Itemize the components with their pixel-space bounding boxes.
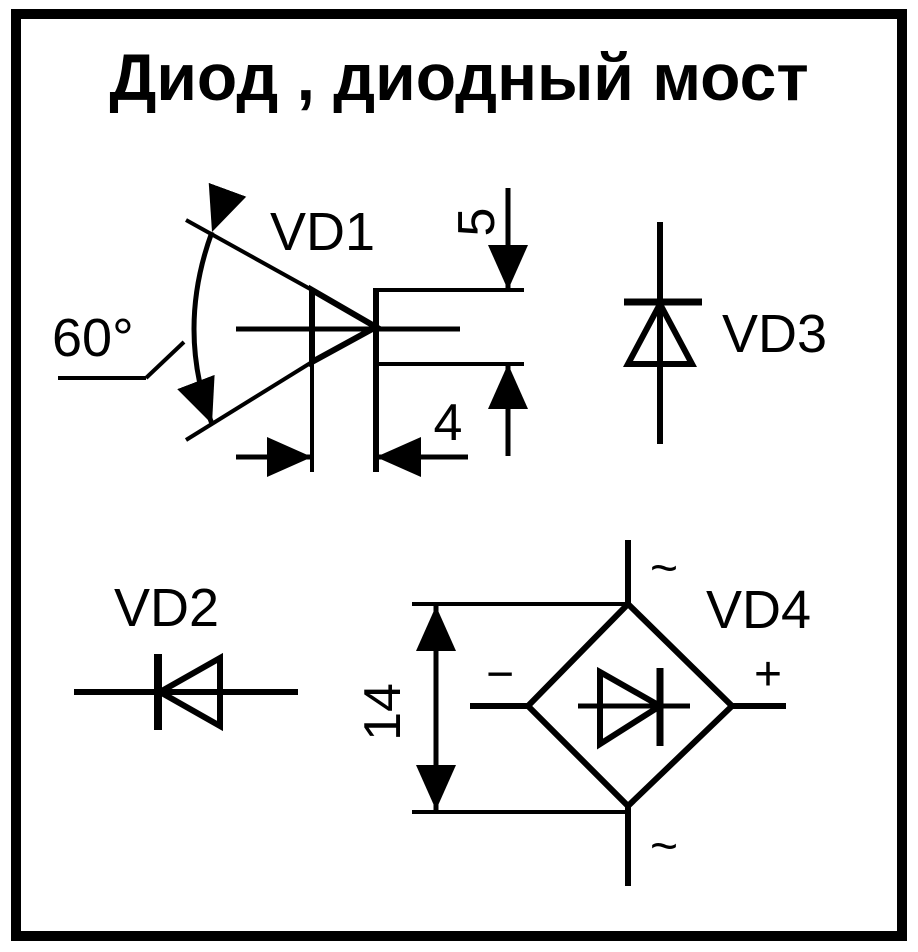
bridge-terminal-minus: − <box>486 648 514 701</box>
vd3-label: VD3 <box>722 304 827 364</box>
dimension-fourteen-label: 14 <box>354 683 412 741</box>
vd1-symbol <box>236 284 460 472</box>
vd4-height-dimension <box>412 602 628 814</box>
vd1-angle-dimension <box>58 182 314 442</box>
bridge-terminal-top: ~ <box>650 542 678 595</box>
page-title: Диод , диодный мост <box>109 40 808 114</box>
vd2-label: VD2 <box>114 578 219 638</box>
vd1-height-dimension <box>376 188 528 456</box>
vd4-label: VD4 <box>706 580 811 640</box>
angle-label: 60° <box>52 308 134 368</box>
vd4-bridge-symbol <box>470 540 786 886</box>
vd1-label: VD1 <box>270 202 375 262</box>
dimension-five-label: 5 <box>448 208 506 237</box>
frame-border <box>11 9 907 941</box>
dimension-four-label: 4 <box>434 394 463 452</box>
bridge-terminal-bottom: ~ <box>650 820 678 873</box>
vd2-symbol <box>74 652 298 732</box>
vd3-symbol <box>623 222 702 444</box>
bridge-terminal-plus: + <box>754 648 782 701</box>
